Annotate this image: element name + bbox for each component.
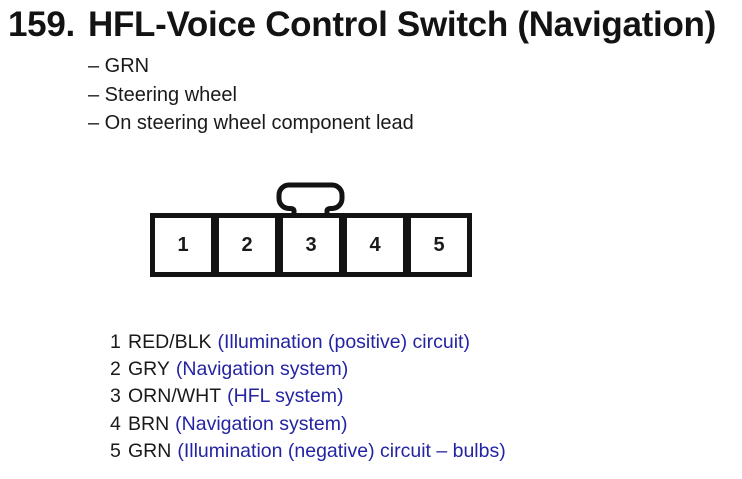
cavity-number: 1 xyxy=(177,233,189,256)
page-title: 159. HFL-Voice Control Switch (Navigatio… xyxy=(8,3,716,47)
cavity-number: 2 xyxy=(241,233,253,256)
pin-row: 2 GRY(Navigation system) xyxy=(110,356,506,383)
pin-number: 4 xyxy=(110,412,121,435)
note-line: – On steering wheel component lead xyxy=(88,112,414,134)
wire-color: BRN xyxy=(128,412,170,435)
pin-row: 3 ORN/WHT(HFL system) xyxy=(110,383,506,410)
connector-latch-tab-icon xyxy=(276,182,345,217)
cavity-number: 3 xyxy=(305,233,317,256)
item-number: 159. xyxy=(8,5,75,44)
pin-row: 5 GRN(Illumination (negative) circuit – b… xyxy=(110,438,506,465)
circuit-description: (Navigation system) xyxy=(175,412,348,435)
pin-list: 1 RED/BLK(Illumination (positive) circuit… xyxy=(110,329,506,465)
connector-cavity-1: 1 xyxy=(150,213,216,277)
pin-number: 5 xyxy=(110,439,121,462)
component-notes: – GRN – Steering wheel – On steering whe… xyxy=(88,52,414,138)
note-line: – Steering wheel xyxy=(88,83,237,106)
pin-row: 1 RED/BLK(Illumination (positive) circuit… xyxy=(110,329,506,356)
cavity-number: 4 xyxy=(369,233,381,256)
pin-number: 2 xyxy=(110,358,121,381)
circuit-description: (HFL system) xyxy=(227,385,344,408)
connector-cavity-3: 3 xyxy=(278,213,344,277)
connector-diagram: 1 2 3 4 5 xyxy=(150,213,472,277)
circuit-description: (Navigation system) xyxy=(175,358,349,381)
title-text: HFL-Voice Control Switch (Navigation) xyxy=(88,5,716,44)
wire-color: RED/BLK xyxy=(128,331,212,353)
wire-color: GRY xyxy=(128,358,170,381)
pin-row: 4 BRN(Navigation system) xyxy=(110,411,506,438)
circuit-description: (Illumination (positive) circuit) xyxy=(217,331,470,353)
connector-cavity-2: 2 xyxy=(214,213,280,277)
cavity-number: 5 xyxy=(433,233,445,256)
note-line: – GRN xyxy=(88,55,150,77)
connector-cavity-5: 5 xyxy=(406,213,472,277)
pin-number: 1 xyxy=(110,331,121,353)
connector-cavity-4: 4 xyxy=(342,213,408,277)
wire-color: ORN/WHT xyxy=(128,385,222,408)
pin-number: 3 xyxy=(110,385,121,408)
circuit-description: (Illumination (negative) circuit – bulbs… xyxy=(177,439,506,462)
wire-color: GRN xyxy=(128,439,172,462)
